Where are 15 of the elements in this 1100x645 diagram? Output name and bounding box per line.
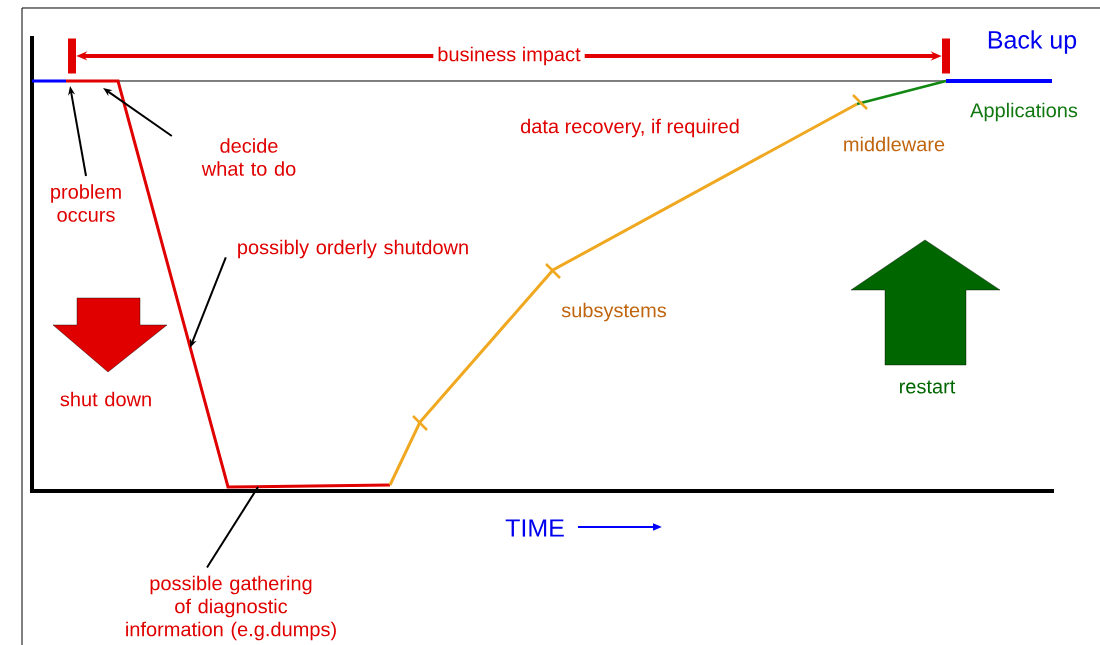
callout-text: decide what to do (201, 138, 296, 176)
leader-line (103, 88, 173, 137)
callout-text: possible gathering of diagnostic information (e.g.dumps) (126, 575, 336, 641)
axis-label: middleware (844, 136, 945, 152)
callout-text: problem occurs (51, 184, 121, 222)
axis-label: data recovery, if required (521, 118, 739, 138)
callout-text: possibly orderly shutdown (238, 239, 468, 259)
axis-label: Back up (988, 30, 1077, 54)
leader-line (206, 486, 259, 569)
edge-label: business impact (433, 42, 585, 70)
node-label: shut down (60, 391, 151, 407)
axis-label: TIME (505, 519, 564, 537)
node-label: restart (900, 380, 956, 394)
axis-label: Applications (970, 102, 1078, 122)
axis-label: subsystems (561, 302, 667, 322)
